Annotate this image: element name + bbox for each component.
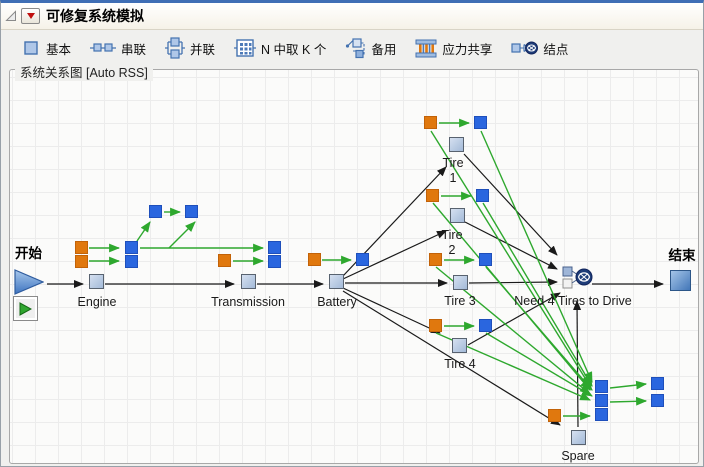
repair-event-marker[interactable] [479, 319, 492, 332]
node-spare[interactable] [571, 430, 586, 445]
node-tire2[interactable] [450, 208, 465, 223]
repair-event-marker[interactable] [356, 253, 369, 266]
failure-event-marker[interactable] [75, 255, 88, 268]
toolbar-button-label: 应力共享 [442, 42, 493, 57]
repair-event-marker[interactable] [595, 408, 608, 421]
node-label-tire2: Tire 2 [441, 228, 463, 257]
repair-event-marker[interactable] [651, 377, 664, 390]
series-block-icon [90, 43, 117, 52]
standby-block-icon [346, 38, 365, 59]
repair-event-marker[interactable] [125, 241, 138, 254]
repair-event-marker[interactable] [595, 394, 608, 407]
node-end[interactable] [670, 270, 691, 291]
node-tire1[interactable] [449, 137, 464, 152]
node-label-tire3: Tire 3 [444, 294, 476, 308]
toolbar-button-basic[interactable]: 基本 [17, 35, 75, 61]
repair-event-marker[interactable] [595, 380, 608, 393]
toolbar-button-label: 基本 [46, 42, 72, 57]
block-toolbar: 基本 串联 并联 N 中取 K 个 备用 应力共享 结点 [1, 31, 703, 65]
red-triangle-icon [26, 13, 35, 19]
failure-event-marker[interactable] [75, 241, 88, 254]
knot-block-icon [511, 41, 539, 55]
node-tire4[interactable] [452, 338, 467, 353]
repair-event-marker[interactable] [474, 116, 487, 129]
node-label-transmission: Transmission [211, 295, 285, 309]
toolbar-button-label: 并联 [190, 42, 216, 57]
page-title: 可修复系统模拟 [46, 8, 144, 24]
node-label-tire1: Tire 1 [442, 156, 464, 185]
toolbar-button-knot[interactable]: 结点 [507, 36, 572, 61]
toolbar-button-parallel[interactable]: 并联 [161, 34, 219, 62]
stress-sharing-block-icon [415, 39, 437, 57]
node-label-engine: Engine [77, 295, 117, 309]
node-need-4-tires-knot[interactable] [556, 262, 594, 298]
failure-event-marker[interactable] [426, 189, 439, 202]
node-label-battery: Battery [317, 295, 357, 309]
repair-event-marker[interactable] [185, 205, 198, 218]
toolbar-button-k-of-n[interactable]: N 中取 K 个 [230, 35, 330, 61]
toolbar-button-label: 备用 [371, 42, 397, 57]
basic-block-icon [24, 41, 38, 55]
red-triangle-menu-button[interactable] [21, 8, 40, 24]
toolbar-button-series[interactable]: 串联 [86, 35, 150, 61]
repair-event-marker[interactable] [149, 205, 162, 218]
node-transmission[interactable] [241, 274, 256, 289]
green-play-icon [19, 301, 32, 316]
repair-event-marker[interactable] [268, 255, 281, 268]
toolbar-button-label: 结点 [543, 42, 569, 57]
failure-event-marker[interactable] [218, 254, 231, 267]
start-label: 开始 [15, 246, 42, 261]
groupbox-title: 系统关系图 [Auto RSS] [15, 62, 153, 81]
failure-event-marker[interactable] [429, 319, 442, 332]
node-engine[interactable] [89, 274, 104, 289]
k-of-n-block-icon [234, 39, 257, 57]
node-battery[interactable] [329, 274, 344, 289]
outline-header: 可修复系统模拟 [1, 3, 703, 30]
node-label-spare: Spare [561, 449, 595, 463]
parallel-block-icon [165, 37, 186, 59]
repair-event-marker[interactable] [268, 241, 281, 254]
start-triangle-icon [14, 269, 45, 300]
toolbar-button-stress-sharing[interactable]: 应力共享 [411, 36, 496, 61]
run-simulation-button[interactable] [13, 296, 38, 321]
failure-event-marker[interactable] [308, 253, 321, 266]
failure-event-marker[interactable] [548, 409, 561, 422]
toolbar-button-label: N 中取 K 个 [261, 42, 327, 57]
toolbar-button-standby[interactable]: 备用 [341, 34, 400, 62]
end-label: 结束 [668, 248, 696, 263]
disclosure-triangle-icon[interactable] [4, 10, 17, 23]
node-label-need4: Need 4 Tires to Drive [514, 294, 632, 308]
repair-event-marker[interactable] [476, 189, 489, 202]
repair-event-marker[interactable] [125, 255, 138, 268]
toolbar-button-label: 串联 [121, 42, 147, 57]
failure-event-marker[interactable] [424, 116, 437, 129]
node-label-tire4: Tire 4 [444, 357, 476, 371]
repair-event-marker[interactable] [651, 394, 664, 407]
node-tire3[interactable] [453, 275, 468, 290]
